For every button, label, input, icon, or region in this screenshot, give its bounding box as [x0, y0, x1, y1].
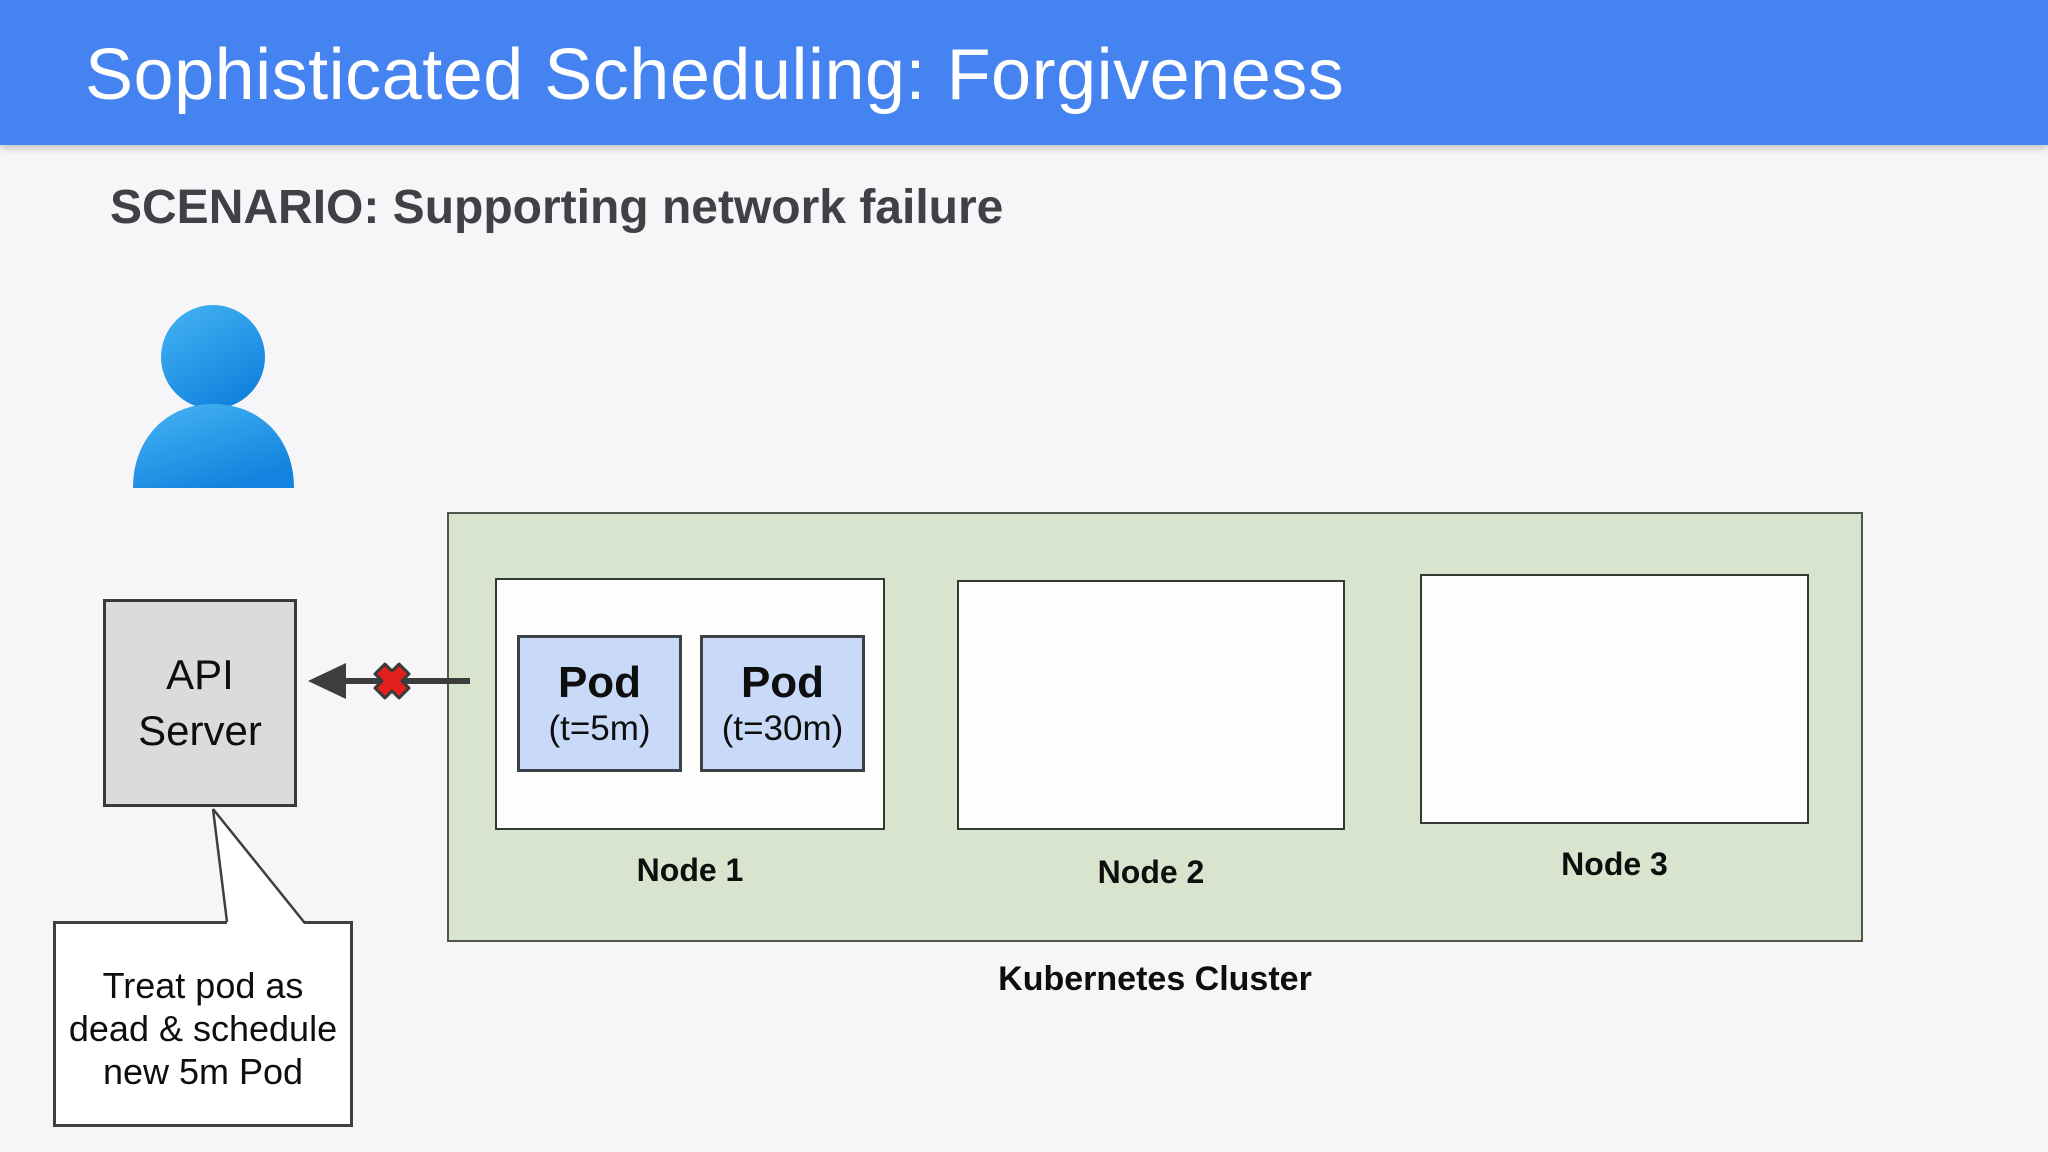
error-x-icon — [373, 662, 411, 700]
pod-name: Pod — [740, 657, 825, 707]
api-server-label-line1: API — [166, 651, 234, 698]
node-1-label: Node 1 — [636, 852, 744, 888]
pod-30m-box: Pod (t=30m) — [700, 635, 865, 772]
callout-line: dead & schedule — [68, 1007, 338, 1049]
scenario-heading: SCENARIO: Supporting network failure — [110, 181, 1004, 234]
slide-title: Sophisticated Scheduling: Forgiveness — [85, 35, 1345, 115]
node-2-label: Node 2 — [1097, 854, 1205, 890]
arrow-left-icon — [308, 663, 470, 699]
node-3-label: Node 3 — [1561, 846, 1668, 882]
pod-time: (t=30m) — [721, 708, 844, 748]
pod-name: Pod — [557, 657, 642, 707]
api-server-label-line2: Server — [138, 707, 262, 754]
user-icon — [133, 305, 294, 488]
node-3-box — [1420, 574, 1809, 824]
kubernetes-cluster-label: Kubernetes Cluster — [998, 960, 1312, 998]
kubernetes-cluster-box: Pod (t=5m) Pod (t=30m) Node 1 Node 2 Nod… — [447, 512, 1863, 942]
callout-line: Treat pod as — [102, 964, 304, 1006]
node-1-box: Pod (t=5m) Pod (t=30m) — [495, 578, 885, 830]
callout-tail — [211, 808, 305, 924]
callout-line: new 5m Pod — [102, 1050, 304, 1092]
slide-header-bar: Sophisticated Scheduling: Forgiveness — [0, 0, 2048, 145]
callout-bubble: Treat pod as dead & schedule new 5m Pod — [53, 921, 353, 1127]
pod-time: (t=5m) — [548, 708, 651, 748]
api-server-box: API Server — [103, 599, 297, 807]
pod-5m-box: Pod (t=5m) — [517, 635, 682, 772]
node-2-box — [957, 580, 1345, 830]
